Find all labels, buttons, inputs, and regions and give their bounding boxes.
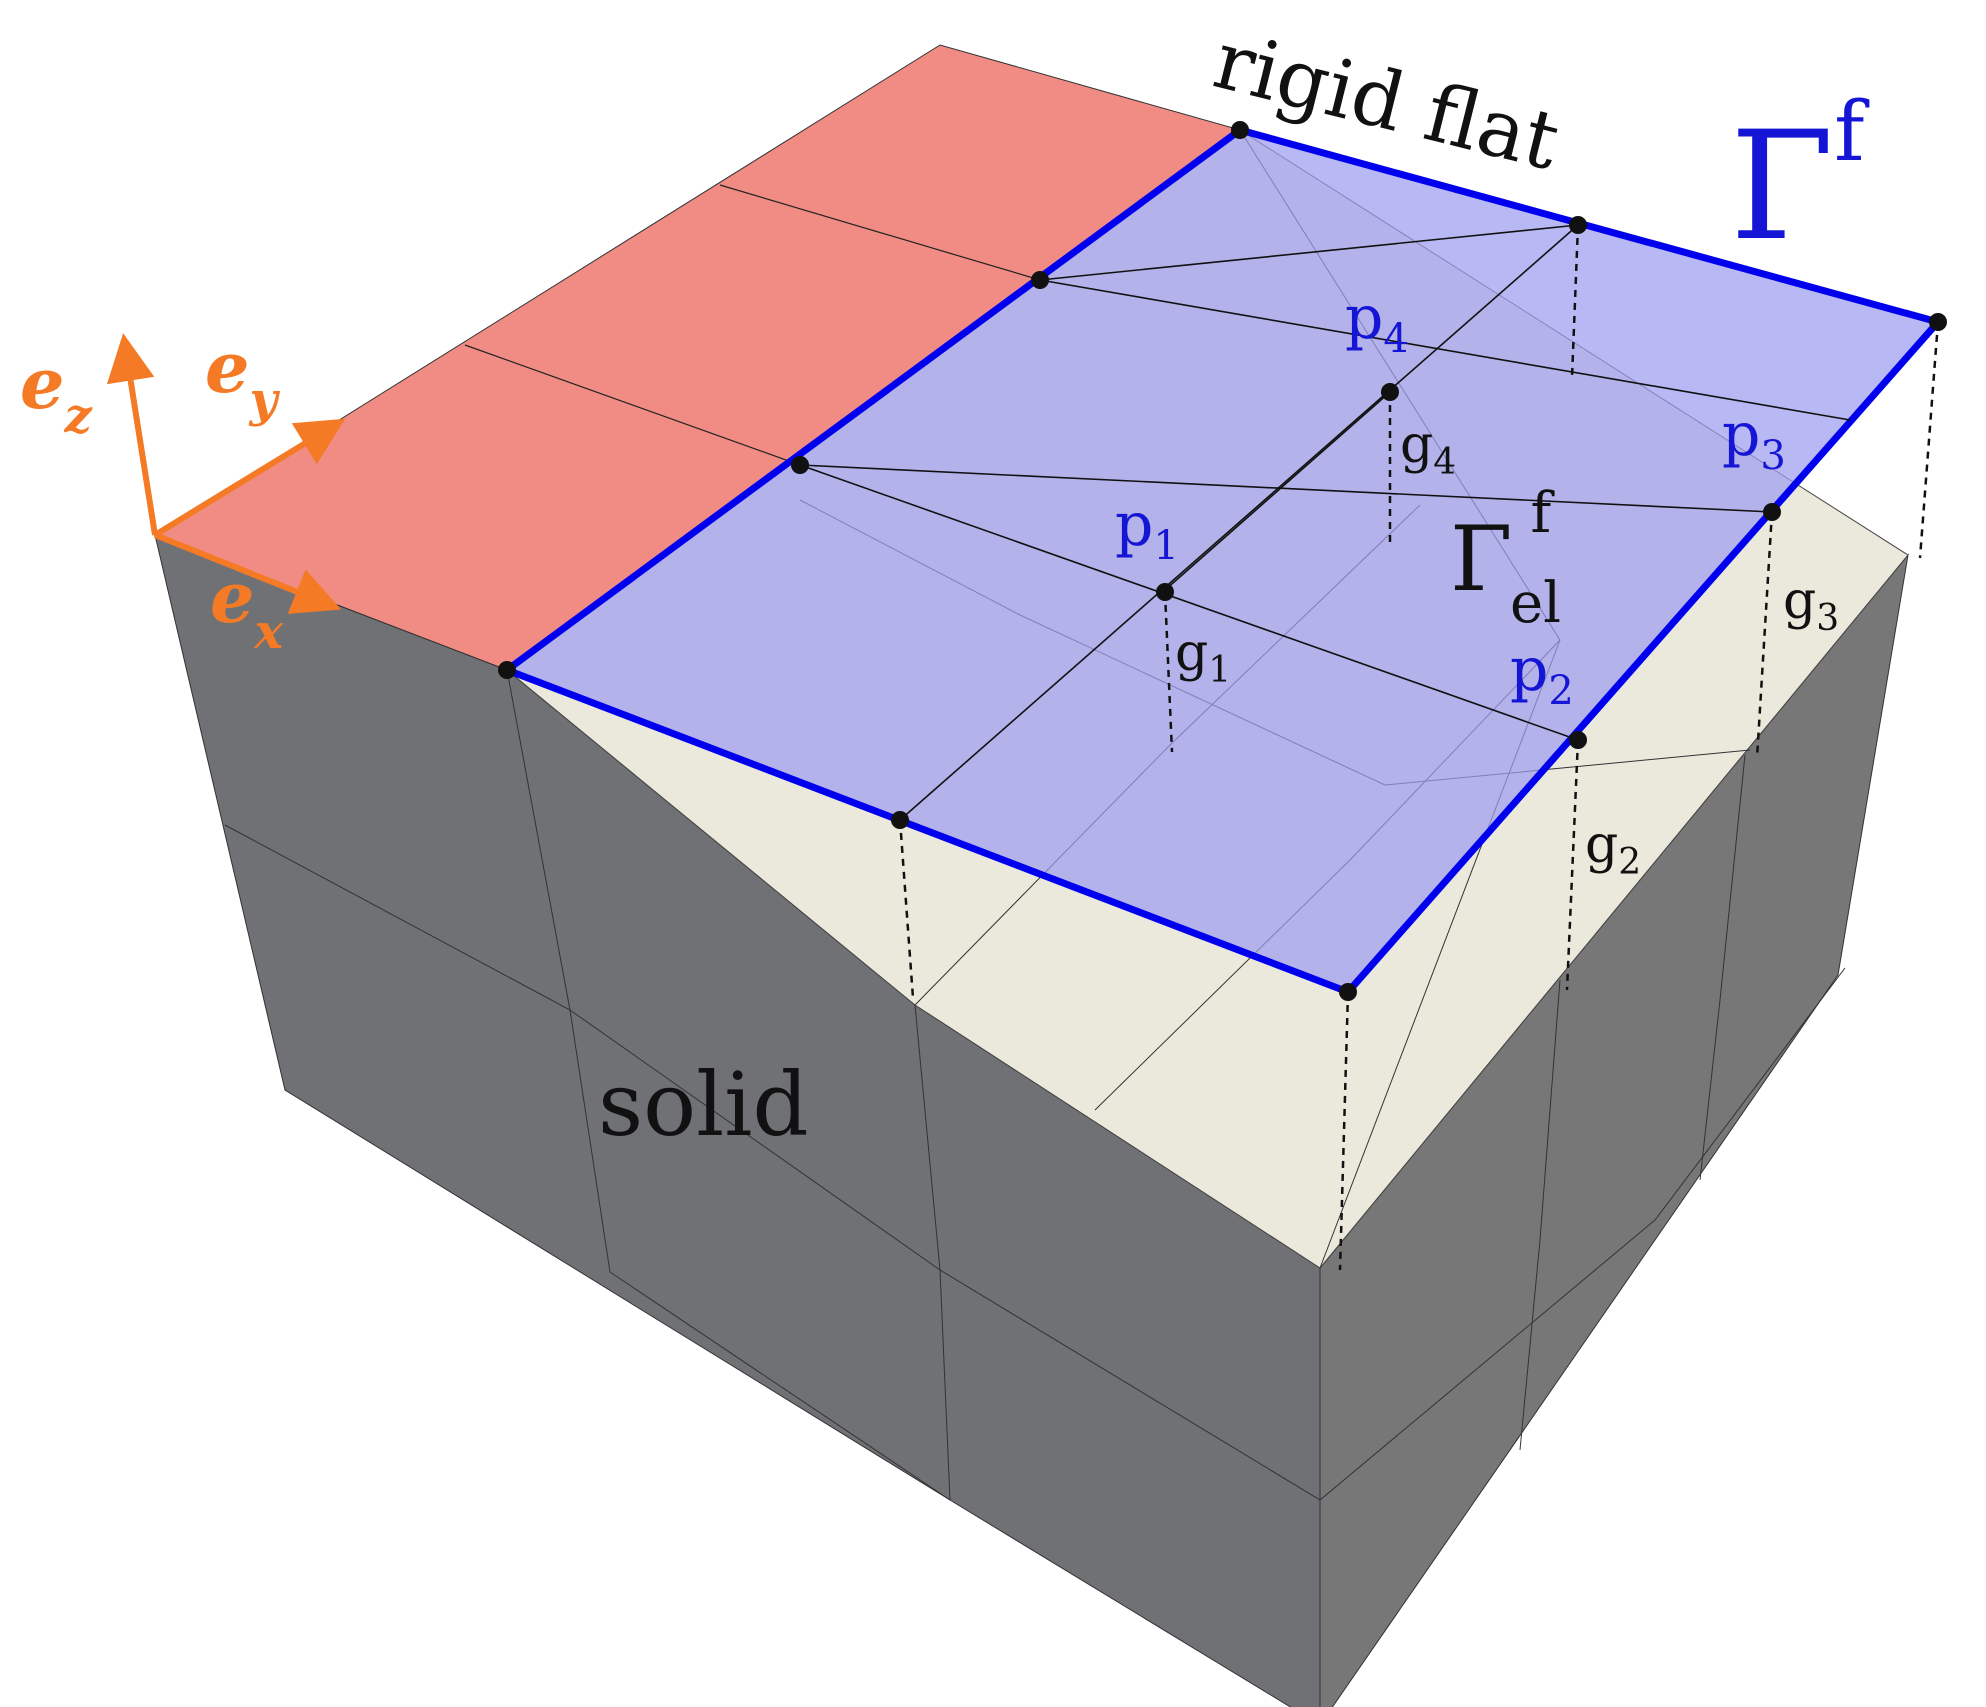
node (1339, 983, 1357, 1001)
p1-label: p1 (1115, 490, 1179, 569)
p2-label: p2 (1510, 635, 1574, 714)
g4-label: g4 (1400, 415, 1456, 483)
node-p4 (1381, 383, 1399, 401)
node-p3 (1763, 503, 1781, 521)
gamma-f-label: Γf (1730, 85, 1870, 274)
node (1929, 313, 1947, 331)
node-p2 (1569, 731, 1587, 749)
axis-ez-arrow (106, 333, 158, 536)
p4-label: p4 (1345, 283, 1409, 362)
contact-mesh (464, 184, 1041, 466)
node-p1 (1156, 583, 1174, 601)
node (498, 661, 516, 679)
p3-label: p3 (1722, 400, 1786, 479)
node (1031, 271, 1049, 289)
node (891, 811, 909, 829)
nodes (498, 121, 1947, 1001)
node (1569, 216, 1587, 234)
g1-label: g1 (1175, 623, 1231, 691)
node (791, 456, 809, 474)
solid-label: solid (598, 1053, 809, 1156)
axis-ey-arrow (153, 418, 346, 538)
flat-mesh (799, 224, 1851, 821)
ez-label: ez (20, 342, 94, 444)
node (1231, 121, 1249, 139)
gap-lines (898, 224, 1940, 1271)
g2-label: g2 (1585, 815, 1641, 883)
axis-ex-arrow (153, 532, 342, 614)
axes (106, 333, 346, 614)
ex-label: ex (210, 556, 285, 660)
ey-label: ey (205, 326, 281, 428)
g3-label: g3 (1783, 571, 1839, 639)
